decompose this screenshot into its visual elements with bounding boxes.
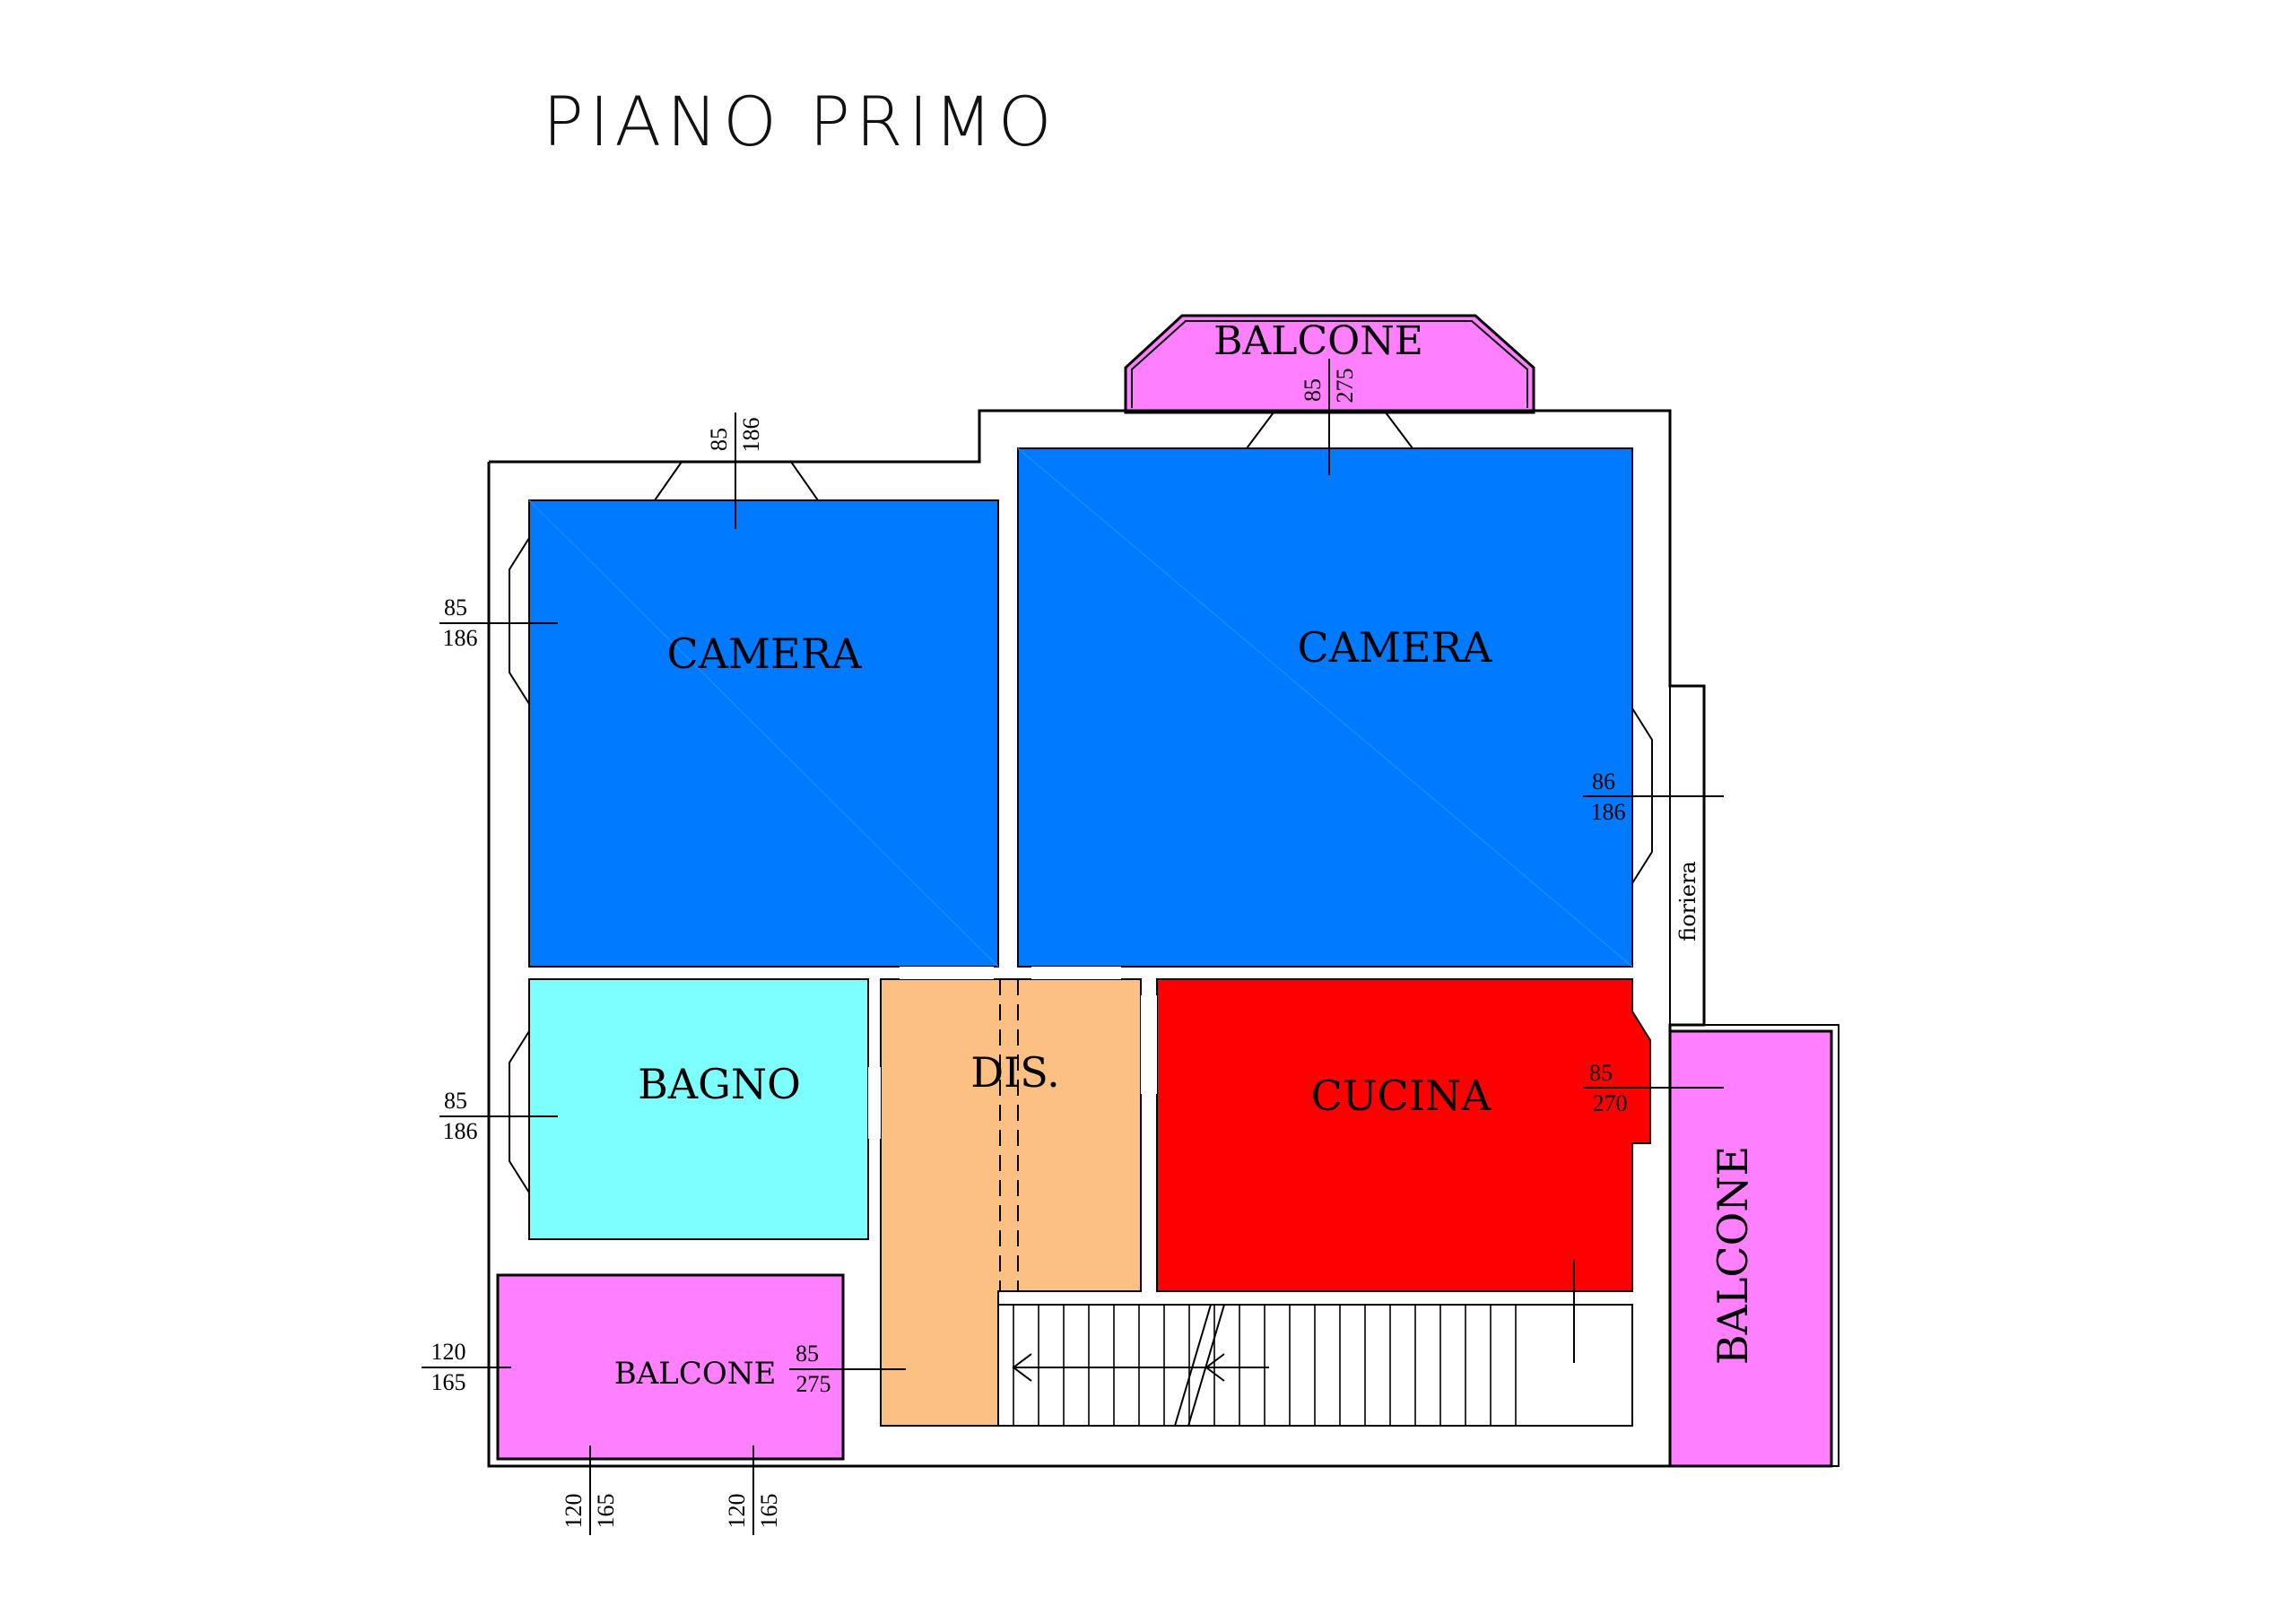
balcone-right-fill [1668, 1029, 1833, 1468]
dim-right-camera-width: 86 [1592, 768, 1615, 794]
dim-bottom-window-2: 120 165 [724, 1445, 782, 1535]
balcone-right-label: BALCONE [1709, 1146, 1757, 1365]
door-camera-right [1031, 967, 1121, 979]
balcone-bottom-label: BALCONE [614, 1356, 777, 1392]
cucina-room [1156, 978, 1651, 1292]
dim-left-camera-width: 85 [444, 595, 467, 621]
dim-top-right-height: 275 [1332, 369, 1358, 404]
fioriera-label: fioriera [1675, 861, 1700, 942]
dim-top-left-width: 85 [706, 428, 732, 451]
camera-right-diagonal [1017, 447, 1633, 968]
staircase [997, 1304, 1633, 1427]
dis-room [880, 978, 1142, 1427]
dim-cucina-height: 270 [1593, 1090, 1628, 1116]
stair-break-2 [1187, 1304, 1225, 1427]
dim-bottom-2-height: 165 [756, 1494, 782, 1529]
dim-right-camera-height: 186 [1591, 799, 1626, 825]
dim-left-camera-height: 186 [443, 625, 478, 651]
dis-label: DIS. [970, 1048, 1060, 1097]
cucina-label: CUCINA [1311, 1072, 1492, 1120]
dim-bottom-1-height: 165 [593, 1494, 619, 1529]
dim-balcone-door-height: 275 [796, 1371, 831, 1397]
dim-bagno-width: 85 [444, 1088, 467, 1114]
dim-balcone-left-width: 120 [431, 1339, 466, 1365]
dim-bagno-height: 186 [443, 1118, 478, 1144]
dim-top-right-width: 85 [1300, 378, 1326, 402]
dim-cucina-window: 85 270 [1583, 1060, 1724, 1116]
dim-top-left-height: 186 [738, 418, 764, 453]
bagno-label: BAGNO [638, 1060, 801, 1108]
camera-left-diagonal [528, 499, 999, 968]
dim-left-camera-window: 85 186 [439, 595, 558, 651]
balcone-top-label: BALCONE [1213, 318, 1423, 364]
stair-break-1 [1174, 1304, 1212, 1427]
dim-bottom-window-1: 120 165 [561, 1445, 619, 1535]
dim-balcone-left-height: 165 [431, 1369, 466, 1395]
balcone-top-edge [1131, 320, 1528, 408]
dim-cucina-width: 85 [1589, 1060, 1613, 1086]
window-left-camera-niche [509, 537, 530, 705]
dim-balcone-door-width: 85 [796, 1341, 819, 1367]
dim-top-left-window: 85 186 [706, 412, 764, 529]
dim-bottom-1-width: 120 [561, 1494, 587, 1529]
bagno-room [528, 978, 869, 1240]
plan-title: PIANO PRIMO [543, 82, 1057, 161]
stair-steps [1013, 1305, 1517, 1426]
dim-balcone-left-window: 120 165 [422, 1339, 511, 1395]
dim-balcone-door: 85 275 [789, 1341, 906, 1397]
stair-arrow-head-1 [1012, 1353, 1032, 1382]
camera-left-label: CAMERA [667, 629, 863, 678]
camera-right-label: CAMERA [1298, 623, 1493, 672]
door-cucina [1141, 995, 1157, 1094]
balcone-right-area [1668, 1024, 1839, 1468]
door-camera-left [900, 967, 994, 979]
fioriera-box [1669, 685, 1705, 1026]
dim-top-right-window: 85 275 [1300, 359, 1358, 475]
dim-bagno-window: 85 186 [439, 1088, 558, 1144]
dim-bottom-2-width: 120 [724, 1494, 750, 1529]
dim-right-camera-window: 86 186 [1583, 768, 1724, 825]
door-bagno [868, 1067, 881, 1139]
window-bagno-niche [509, 1030, 530, 1193]
